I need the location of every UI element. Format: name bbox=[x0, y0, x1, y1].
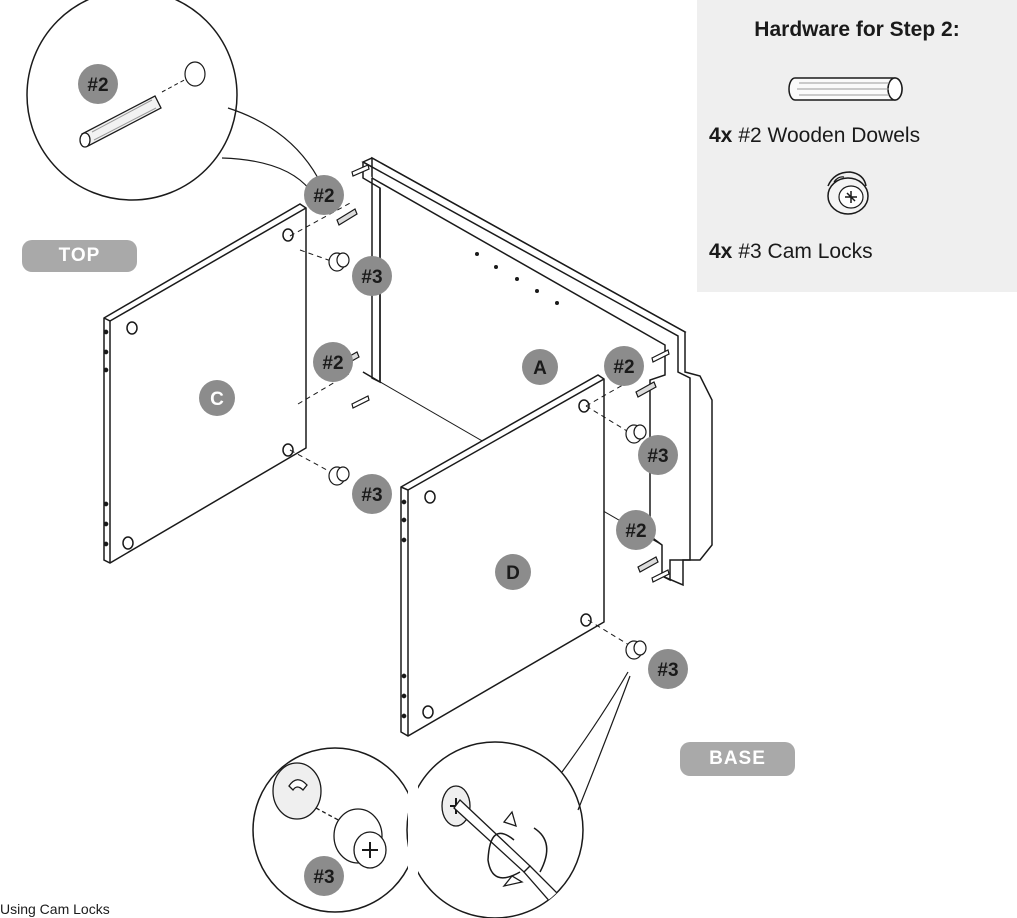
panel-d-label: D bbox=[506, 563, 520, 584]
cam-lock-detail bbox=[252, 671, 631, 918]
base-label: BASE bbox=[680, 742, 795, 776]
callout-cam-lock: #3 bbox=[647, 446, 668, 467]
hardware-title: Hardware for Step 2: bbox=[754, 18, 960, 41]
hardware-panel: Hardware for Step 2: 4x#2 Wooden Dowels … bbox=[697, 0, 1017, 292]
panel-c-label: C bbox=[210, 389, 224, 410]
callout-dowel: #2 bbox=[613, 357, 634, 378]
top-label: TOP bbox=[22, 240, 137, 272]
callout-cam-lock: #3 bbox=[361, 267, 382, 288]
callout-dowel: #2 bbox=[87, 75, 108, 96]
hardware-label: #2 Wooden Dowels bbox=[738, 124, 921, 147]
callout-dowel: #2 bbox=[625, 521, 646, 542]
callout-cam-lock: #3 bbox=[657, 660, 678, 681]
panel-badges: A C D bbox=[199, 349, 558, 590]
callout-cam-lock: #3 bbox=[361, 485, 382, 506]
callout-dowel: #2 bbox=[313, 186, 334, 207]
wooden-dowel-icon bbox=[788, 77, 903, 101]
hardware-item-dowels: 4x#2 Wooden Dowels bbox=[709, 124, 920, 148]
dowel-detail bbox=[26, 0, 319, 201]
cam-lock-icon bbox=[827, 171, 869, 215]
hardware-label: #3 Cam Locks bbox=[738, 240, 873, 263]
callouts: #2 #2 #3 #2 #3 #2 #3 #2 #3 #3 bbox=[78, 64, 688, 896]
callout-cam-lock: #3 bbox=[313, 867, 334, 888]
panel-a-label: A bbox=[533, 358, 547, 379]
hardware-item-cam-locks: 4x#3 Cam Locks bbox=[709, 240, 873, 264]
cam-locks bbox=[328, 252, 647, 660]
caption: Using Cam Locks bbox=[0, 901, 110, 917]
panel-d bbox=[400, 374, 605, 737]
hardware-qty: 4x bbox=[709, 240, 733, 263]
hardware-qty: 4x bbox=[709, 124, 733, 147]
callout-dowel: #2 bbox=[322, 353, 343, 374]
panel-a bbox=[361, 156, 713, 587]
panel-c bbox=[103, 203, 307, 564]
